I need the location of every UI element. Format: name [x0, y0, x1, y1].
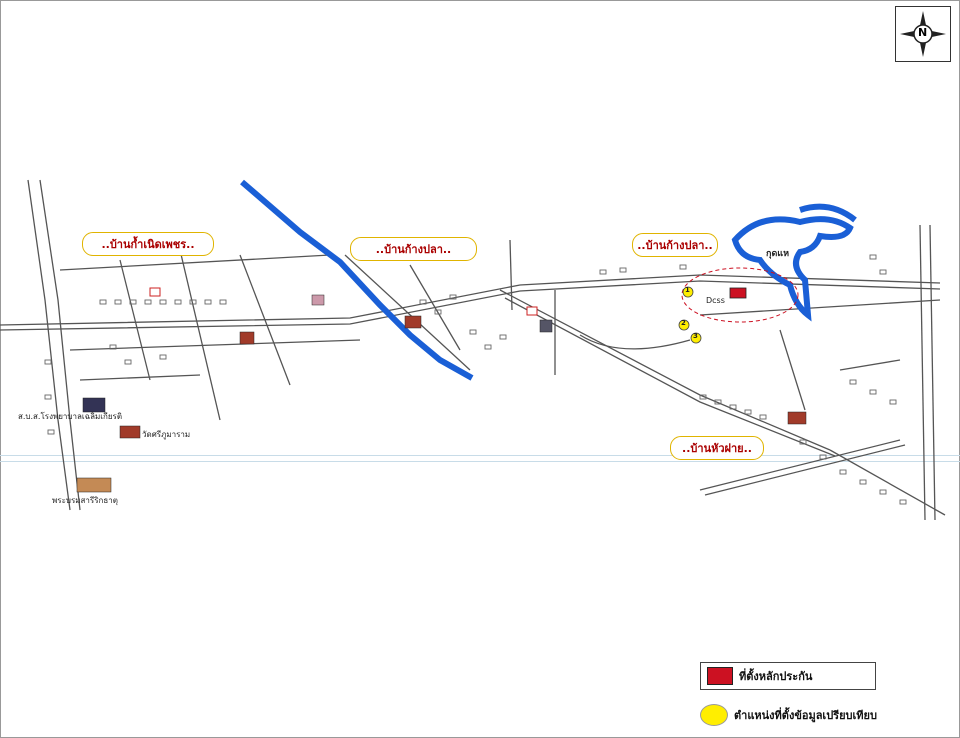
temple-icon: [239, 331, 255, 345]
village-label-3: ..บ้านก้างปลา..: [632, 233, 718, 257]
road: [0, 280, 941, 331]
marker-2-label: 2: [681, 319, 686, 327]
road: [59, 254, 331, 271]
road: [119, 259, 151, 381]
marker-3: [690, 332, 702, 344]
road: [409, 264, 461, 351]
road: [829, 449, 946, 516]
temple-icon: [119, 425, 141, 439]
hospital-cross-icon: [149, 287, 161, 297]
compass-letter: N: [918, 26, 928, 39]
road: [929, 224, 936, 521]
road: [919, 224, 926, 521]
village-label-2: ..บ้านก้างปลา..: [350, 237, 477, 261]
property-swatch: [707, 667, 733, 685]
scan-line: [0, 455, 960, 456]
road: [509, 239, 513, 311]
temple-label: วัดศรีภูมาราม: [142, 430, 191, 439]
village-label-1: ..บ้านก้ำเนิดเพชร..: [82, 232, 214, 256]
road: [27, 179, 71, 511]
temple-icon: [787, 411, 807, 425]
road-network: [0, 179, 946, 521]
property-marker: [729, 287, 747, 299]
radius-circle: [681, 267, 799, 323]
legend-property-label: ที่ตั้งหลักประกัน: [739, 670, 813, 683]
marker-1-label: 1: [685, 286, 690, 294]
comparison-markers: [678, 286, 702, 344]
hospital-cross-icon: [526, 306, 538, 316]
building-blocks: [44, 254, 907, 505]
temple-icon: [404, 315, 422, 329]
road: [39, 179, 81, 511]
road: [579, 334, 691, 350]
landmarks: [76, 287, 807, 493]
pond: [731, 216, 854, 322]
museum-icon: [76, 477, 112, 493]
road: [504, 297, 836, 457]
marker-3-label: 3: [693, 332, 698, 340]
museum-label: พระบรมสารีริกธาตุ: [52, 496, 118, 505]
hospital-icon: [82, 397, 106, 413]
road: [69, 339, 361, 351]
marker-1: [682, 286, 694, 298]
road: [699, 439, 901, 491]
road: [779, 329, 806, 411]
river: [240, 179, 474, 381]
comparison-swatch: [700, 704, 728, 726]
building-icon: [311, 294, 325, 306]
road: [699, 299, 941, 316]
pond: [799, 203, 857, 223]
compass-rose: N: [895, 6, 951, 62]
road: [179, 249, 221, 421]
road: [239, 254, 291, 386]
village-label-4: ..บ้านหัวฝาย..: [670, 436, 764, 460]
legend-property: ที่ตั้งหลักประกัน: [700, 662, 876, 690]
school-label: ส.บ.ส.โรงพยาบาลเฉลิมเกียรติ: [18, 412, 123, 421]
gap-label: Dcss: [706, 296, 725, 305]
office-icon: [539, 319, 553, 333]
legend-comparison-label: ตำแหน่งที่ตั้งข้อมูลเปรียบเทียบ: [734, 709, 877, 722]
marker-2: [678, 319, 690, 331]
scan-line: [0, 461, 960, 462]
compass-icon: [900, 11, 946, 57]
legend-comparison: ตำแหน่งที่ตั้งข้อมูลเปรียบเทียบ: [700, 704, 877, 726]
road: [344, 254, 471, 371]
road: [499, 289, 831, 451]
road: [839, 359, 901, 371]
pond-label: กุดแห: [766, 249, 790, 259]
road: [704, 444, 906, 496]
road: [79, 374, 201, 381]
